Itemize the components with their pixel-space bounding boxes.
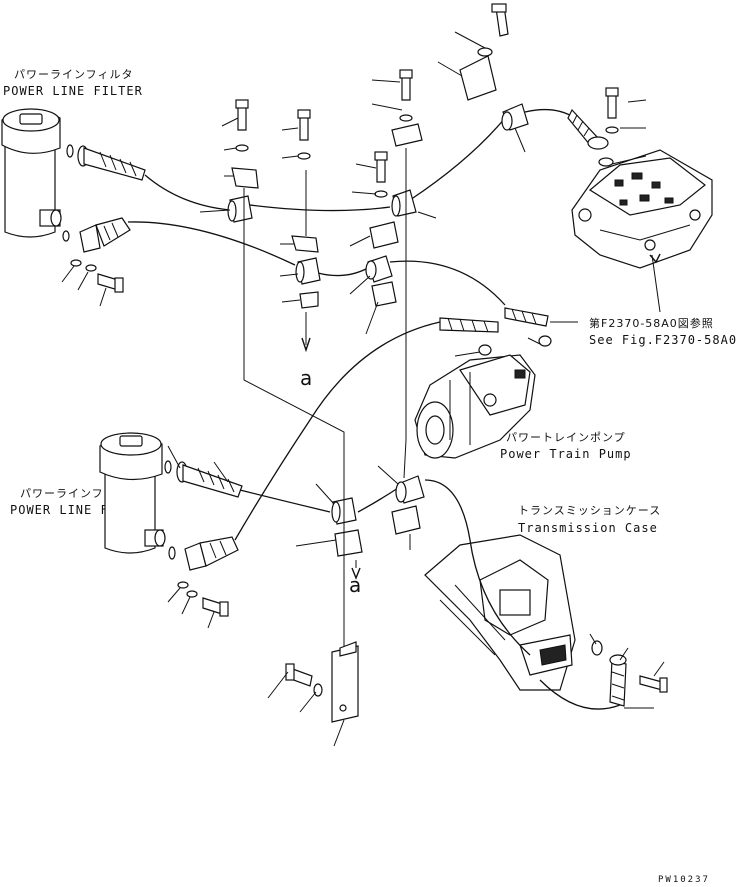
hose-main-7: [389, 260, 506, 306]
hose-fitting-pump-1: [439, 317, 499, 333]
o-ring-case: [591, 640, 603, 656]
clamp-1: [227, 195, 253, 223]
bolt-case: [639, 675, 663, 691]
pump-label-jp: パワートレインポンプ: [506, 431, 626, 444]
hose-fitting-pump-2: [504, 307, 549, 327]
drawing-code: PW10237: [658, 875, 710, 885]
hose-bottom-outlet: [176, 461, 243, 498]
hose-main-4: [524, 108, 576, 119]
bracket-lower-2: [391, 505, 421, 535]
hose-main-12: [539, 679, 621, 710]
hose-top-inlet: [79, 217, 131, 253]
hose-main-6: [317, 267, 369, 277]
hose-main-2: [249, 204, 391, 212]
case-label-jp: トランスミッションケース: [518, 504, 661, 517]
hose-fitting-case: [609, 654, 627, 707]
o-ring-pump-1: [478, 344, 492, 356]
marker-a-top: a: [300, 366, 312, 390]
case-label-en: Transmission Case: [518, 521, 658, 535]
bracket-upper-1: [299, 291, 319, 309]
marker-a-bottom: a: [349, 573, 361, 597]
hose-main-3: [409, 117, 506, 201]
bolt-6: [605, 87, 619, 134]
mounting-plate: [331, 641, 359, 723]
o-ring-pump-2: [538, 335, 552, 347]
bolt-set-bottom-filter: [167, 581, 229, 629]
control-valve: [571, 149, 713, 269]
bolt-plate: [285, 663, 323, 697]
o-ring-2: [62, 230, 70, 242]
filter-top-label-en: POWER LINE FILTER: [3, 84, 143, 98]
reference-leader: [651, 254, 661, 313]
bolt-1: [231, 99, 259, 189]
pump-label-en: Power Train Pump: [500, 447, 632, 461]
o-ring-1: [66, 144, 74, 158]
o-ring-4: [168, 546, 176, 560]
hose-main-11: [234, 321, 441, 541]
filter-top-label-jp: パワーラインフィルタ: [14, 68, 133, 81]
clamp-3: [501, 103, 529, 131]
reference-label-en: See Fig.F2370-58A0: [589, 333, 737, 347]
bolt-3: [391, 69, 423, 147]
hose-top-outlet: [77, 145, 146, 181]
reference-lines: [167, 31, 665, 747]
transmission-case: [424, 534, 576, 691]
hose-main-8: [239, 489, 331, 513]
clamp-2: [391, 189, 417, 217]
bolt-5: [459, 3, 509, 101]
bolt-set-top-filter: [61, 259, 124, 307]
power-train-pump: [414, 354, 536, 459]
bolt-4: [369, 151, 399, 249]
hose-main-5: [127, 221, 296, 266]
hose-main-10: [424, 479, 531, 656]
hose-main-9: [357, 487, 399, 513]
hose-fitting-upper-right: [567, 108, 609, 150]
o-ring-valve: [598, 157, 614, 167]
power-line-filter-bottom: [99, 432, 166, 554]
bolt-2: [291, 109, 319, 253]
o-ring-3: [164, 460, 172, 474]
reference-arrow: [649, 253, 661, 264]
clamp-4: [295, 257, 321, 285]
bracket-lower-1: [334, 529, 363, 557]
hose-main-1: [144, 174, 231, 211]
power-line-filter-top: [1, 108, 62, 238]
clamp-7: [395, 475, 425, 504]
hose-bottom-inlet: [184, 536, 239, 571]
clamp-5: [365, 255, 393, 283]
bracket-upper-2: [371, 281, 397, 307]
reference-label-jp: 第F2370-58A0図参照: [589, 316, 714, 330]
bolt-head-case: [659, 677, 668, 693]
